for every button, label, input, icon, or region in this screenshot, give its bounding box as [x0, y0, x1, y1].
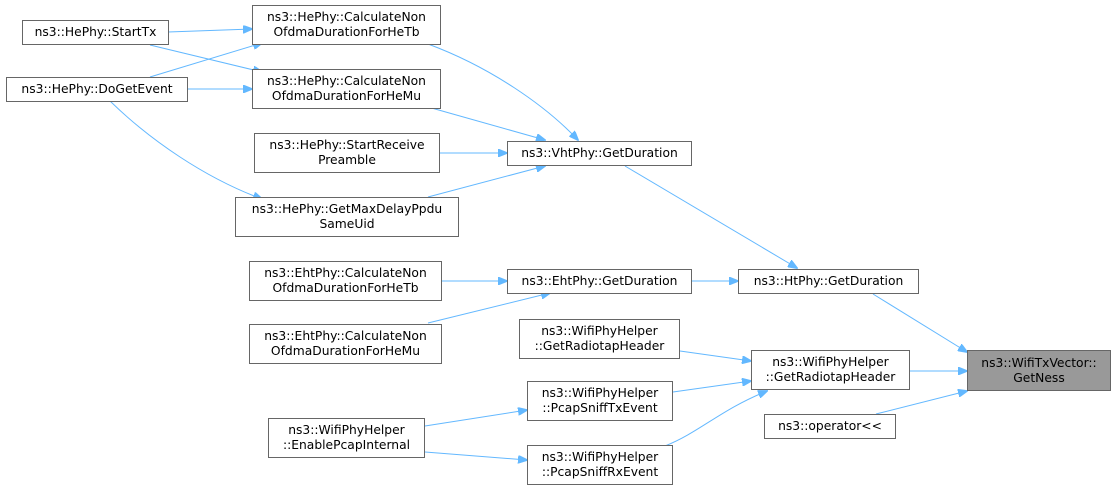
edge-ehtphy-hemu-to-ehtphy-getduration — [427, 293, 550, 324]
node-label-line-1: ns3::HePhy::GetMaxDelayPpdu — [251, 202, 443, 216]
edge-dogetevent-to-getmaxdelay — [109, 100, 262, 199]
node-label: ns3::EhtPhy::GetDuration — [521, 274, 678, 288]
node-wifiphyhelper-enablepcapinternal[interactable]: ns3::WifiPhyHelper ::EnablePcapInternal — [268, 418, 425, 458]
node-label: ns3::HePhy::StartTx — [34, 25, 157, 39]
node-label: ns3::HePhy::DoGetEvent — [21, 82, 173, 96]
node-ehtphy-calculatenonofdmadurationforhemu[interactable]: ns3::EhtPhy::CalculateNon OfdmaDurationF… — [249, 324, 442, 364]
node-htphy-getduration[interactable]: ns3::HtPhy::GetDuration — [738, 269, 919, 294]
node-label-line-2: OfdmaDurationForHeTb — [273, 25, 420, 39]
node-label-line-1: ns3::EhtPhy::CalculateNon — [264, 266, 427, 280]
node-wifiphyhelper-getradiotapheader[interactable]: ns3::WifiPhyHelper ::GetRadiotapHeader — [751, 350, 910, 390]
edge-pcapsniffrx-to-getradiotap-b — [664, 391, 767, 447]
node-hephy-calculatenonofdmadurationforhemu[interactable]: ns3::HePhy::CalculateNon OfdmaDurationFo… — [252, 69, 441, 109]
node-label-line-1: ns3::HePhy::CalculateNon — [267, 10, 426, 24]
node-hephy-starttx[interactable]: ns3::HePhy::StartTx — [22, 20, 169, 45]
edge-calc-hemu-to-vhtphy — [427, 106, 545, 140]
edge-getmaxdelay-to-vhtphy — [427, 166, 545, 198]
node-label-line-1: ns3::HePhy::StartReceive — [269, 138, 425, 152]
node-wifiphyhelper-pcapsniffrxevent[interactable]: ns3::WifiPhyHelper ::PcapSniffRxEvent — [527, 445, 673, 485]
edge-vhtphy-to-htphy — [624, 165, 797, 268]
node-label-line-2: Preamble — [318, 153, 376, 167]
node-label-line-1: ns3::EhtPhy::CalculateNon — [264, 329, 427, 343]
node-label-line-2: OfdmaDurationForHeMu — [270, 344, 421, 358]
node-vhtphy-getduration[interactable]: ns3::VhtPhy::GetDuration — [507, 141, 692, 166]
node-label-line-1: ns3::WifiPhyHelper — [541, 450, 659, 464]
node-hephy-dogetevent[interactable]: ns3::HePhy::DoGetEvent — [6, 77, 188, 102]
node-label-line-1: ns3::HePhy::CalculateNon — [267, 74, 426, 88]
edge-dogetevent-to-calc-hetb — [149, 43, 262, 78]
node-label-line-2: ::GetRadiotapHeader — [534, 339, 665, 353]
node-label-line-1: ns3::WifiPhyHelper — [288, 423, 405, 437]
node-label-line-2: OfdmaDurationForHeMu — [271, 89, 422, 103]
edge-pcapsnifftx-to-getradiotap-b — [672, 381, 751, 393]
edge-htphy-to-getness — [872, 293, 967, 352]
edge-enablepcap-to-pcapsniffrx — [424, 451, 527, 460]
node-label: ns3::VhtPhy::GetDuration — [521, 146, 678, 160]
node-wifitxvector-getness: ns3::WifiTxVector:: GetNess — [967, 350, 1111, 391]
node-label: ns3::operator<< — [778, 419, 882, 433]
node-hephy-calculatenonofdmadurationforhetb[interactable]: ns3::HePhy::CalculateNon OfdmaDurationFo… — [252, 5, 441, 45]
node-label-line-1: ns3::WifiPhyHelper — [541, 324, 658, 338]
node-label-line-2: ::PcapSniffTxEvent — [542, 401, 658, 415]
node-wifiphyhelper-getradiotapheader-caller[interactable]: ns3::WifiPhyHelper ::GetRadiotapHeader — [519, 319, 680, 359]
node-label-line-1: ns3::WifiPhyHelper — [541, 386, 659, 400]
node-label-line-2: GetNess — [1013, 370, 1065, 385]
node-label-line-2: ::PcapSniffRxEvent — [541, 465, 659, 479]
node-ehtphy-calculatenonofdmadurationforhetb[interactable]: ns3::EhtPhy::CalculateNon OfdmaDurationF… — [249, 261, 442, 301]
node-ehtphy-getduration[interactable]: ns3::EhtPhy::GetDuration — [507, 269, 692, 294]
edge-getradiotap-a-to-getradiotap-b — [679, 350, 751, 361]
node-label-line-2: ::GetRadiotapHeader — [765, 370, 896, 384]
node-hephy-getmaxdelayppdusameuid[interactable]: ns3::HePhy::GetMaxDelayPpdu SameUid — [235, 197, 459, 237]
node-hephy-startreceivepreamble[interactable]: ns3::HePhy::StartReceive Preamble — [254, 133, 440, 173]
node-label: ns3::HtPhy::GetDuration — [753, 274, 904, 288]
node-label-line-2: OfdmaDurationForHeTb — [272, 281, 419, 295]
edge-operator-to-getness — [875, 391, 967, 415]
node-label-line-1: ns3::WifiTxVector:: — [981, 355, 1097, 370]
node-label-line-2: ::EnablePcapInternal — [282, 438, 411, 452]
edge-calc-hetb-to-vhtphy — [427, 43, 578, 140]
node-label-line-2: SameUid — [319, 217, 375, 231]
edge-starttx-to-calc-hemu — [149, 44, 262, 72]
edge-starttx-to-calc-hetb — [167, 29, 252, 32]
node-wifiphyhelper-pcapsnifftxevent[interactable]: ns3::WifiPhyHelper ::PcapSniffTxEvent — [527, 381, 673, 421]
node-label-line-1: ns3::WifiPhyHelper — [772, 355, 889, 369]
node-operator-shift-left[interactable]: ns3::operator<< — [764, 414, 896, 439]
edge-enablepcap-to-pcapsnifftx — [424, 410, 527, 427]
